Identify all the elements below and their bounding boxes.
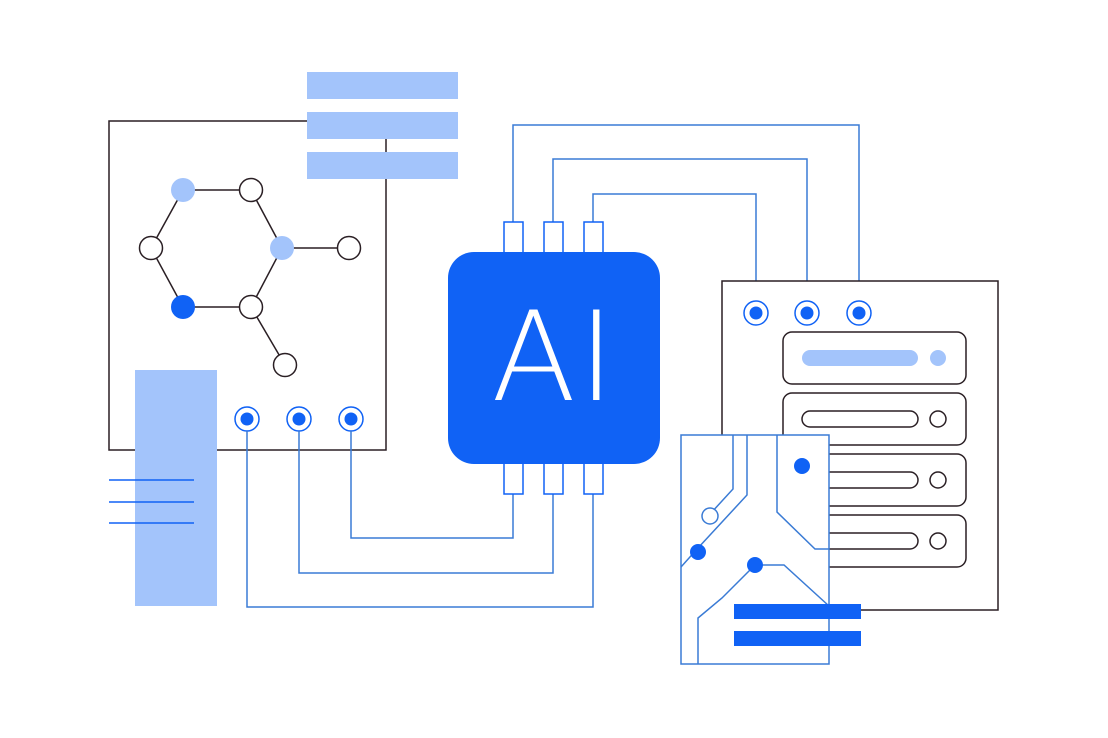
server-unit xyxy=(782,331,967,385)
molecule-node xyxy=(270,236,294,260)
port-icon xyxy=(794,300,820,326)
molecule-node xyxy=(336,235,362,261)
circuit-bar xyxy=(734,631,861,646)
molecule-node xyxy=(238,177,264,203)
port-icon xyxy=(338,406,364,432)
circuit-node xyxy=(690,544,706,560)
molecule-node xyxy=(171,178,195,202)
molecule-node xyxy=(171,295,195,319)
molecule-node xyxy=(272,352,298,378)
side-lines xyxy=(109,479,194,524)
circuit-node xyxy=(794,458,810,474)
left-ports xyxy=(234,406,364,432)
port-icon xyxy=(743,300,769,326)
molecule-node xyxy=(138,235,164,261)
left-panel xyxy=(108,72,458,606)
circuit-bar xyxy=(734,604,861,619)
side-block xyxy=(135,370,217,606)
circuit-traces xyxy=(246,124,860,608)
top-bar-2 xyxy=(307,112,458,139)
port-icon xyxy=(846,300,872,326)
processor-chip-icon xyxy=(448,221,660,495)
molecule-node xyxy=(238,294,264,320)
circuit-board-icon xyxy=(680,434,861,665)
chip-body xyxy=(448,252,660,464)
server-ports xyxy=(743,300,872,326)
circuit-card-traces xyxy=(680,435,830,664)
top-bar-1 xyxy=(307,72,458,99)
server-unit xyxy=(782,392,967,446)
port-icon xyxy=(234,406,260,432)
circuit-node xyxy=(701,507,719,525)
circuit-node xyxy=(747,557,763,573)
molecule-icon xyxy=(138,177,362,378)
top-bar-3 xyxy=(307,152,458,179)
top-bars xyxy=(307,72,458,179)
port-icon xyxy=(286,406,312,432)
